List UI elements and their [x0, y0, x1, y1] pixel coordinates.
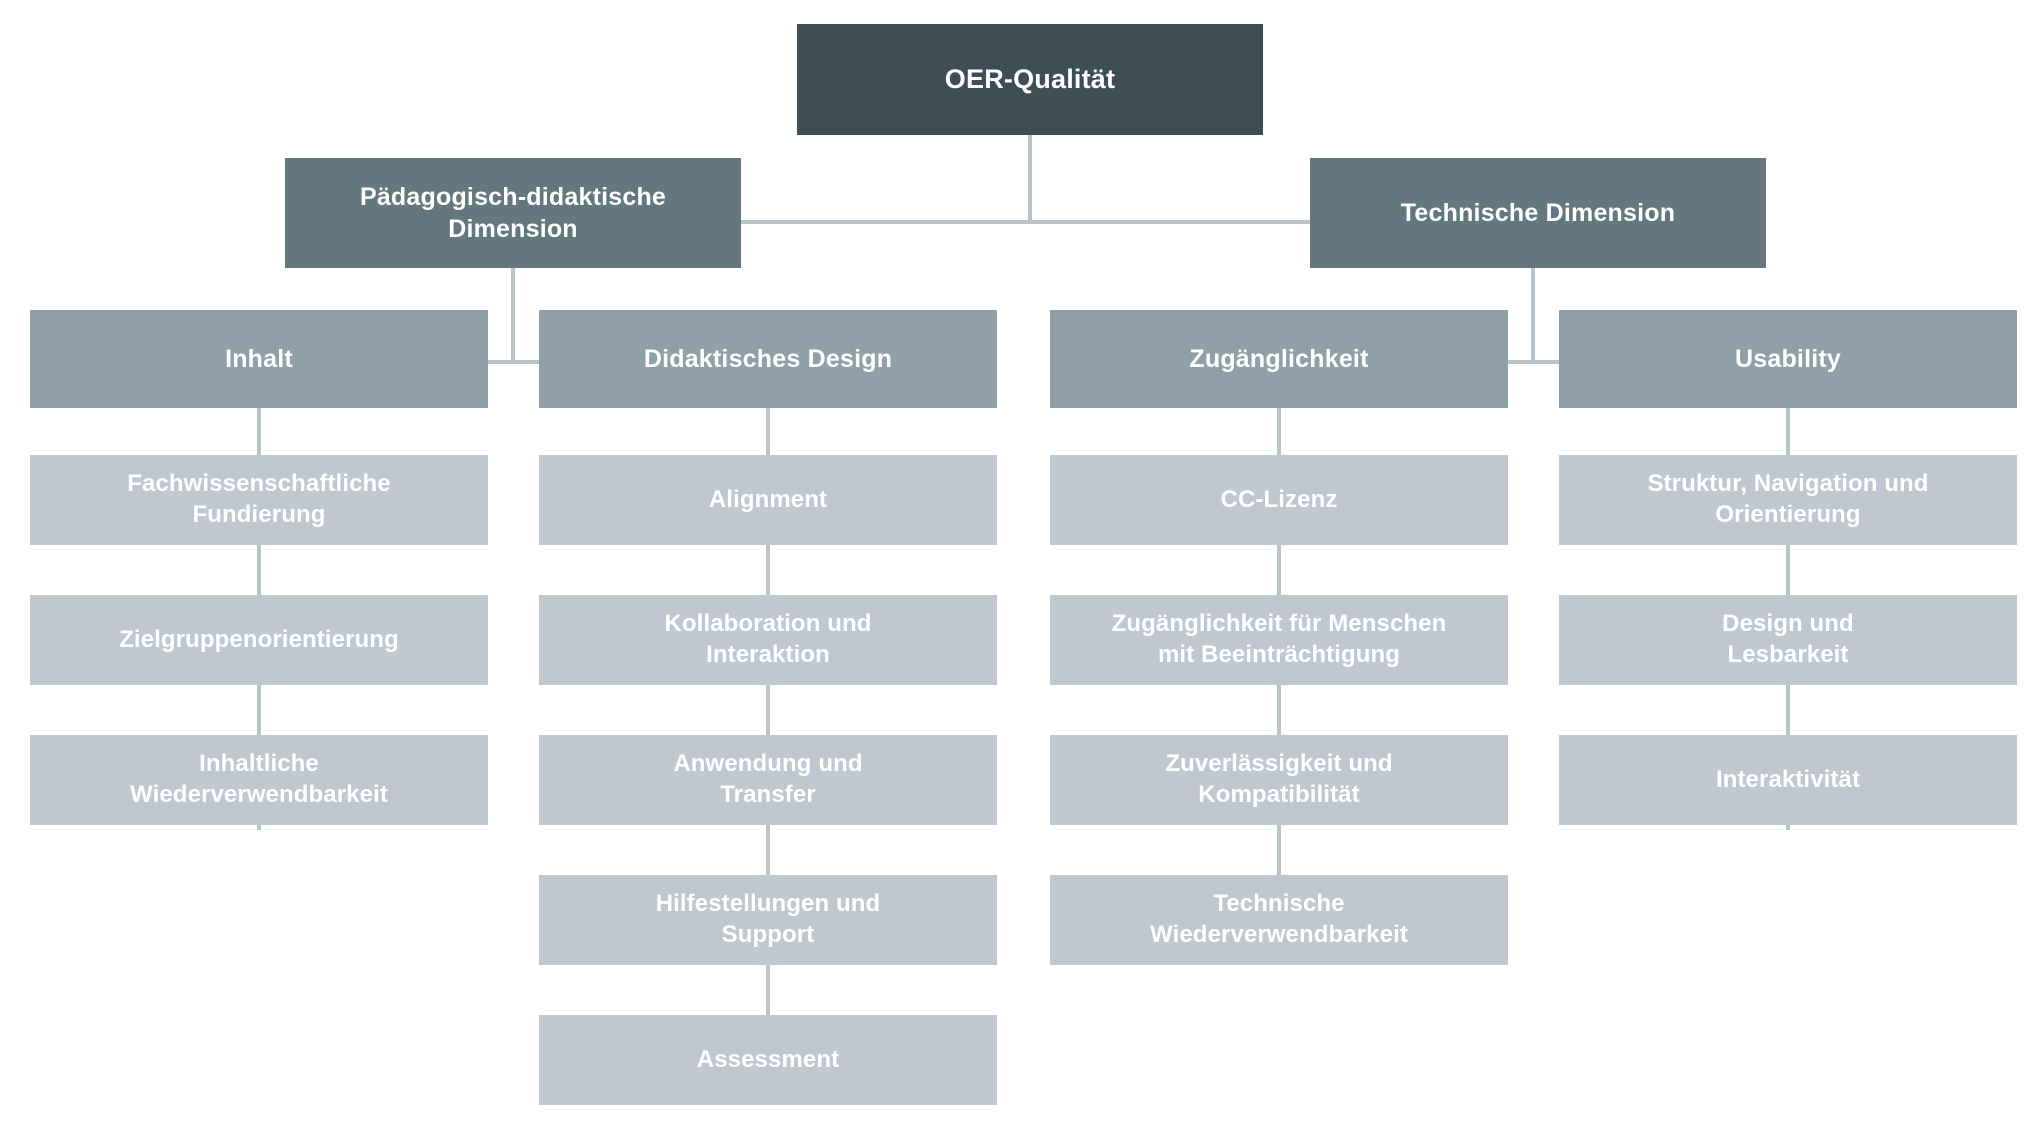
node-criterion-label: Struktur, Navigation und Orientierung — [1647, 470, 1929, 528]
node-dimension-label: Technische Dimension — [1400, 199, 1676, 227]
node-criterion[interactable]: Anwendung und Transfer — [539, 735, 997, 825]
node-criterion-label: Inhaltliche Wiederverwendbarkeit — [130, 750, 388, 808]
node-criterion[interactable]: Interaktivität — [1559, 735, 2017, 825]
node-criterion[interactable]: CC-Lizenz — [1050, 455, 1508, 545]
node-criterion-label: Fachwissenschaftliche Fundierung — [127, 470, 391, 528]
node-category-zugaenglichkeit[interactable]: Zugänglichkeit — [1050, 310, 1508, 408]
node-criterion[interactable]: Design und Lesbarkeit — [1559, 595, 2017, 685]
node-category-label: Inhalt — [225, 345, 293, 373]
node-criterion-label: Technische Wiederverwendbarkeit — [1150, 890, 1408, 948]
node-dimension-label: Pädagogisch-didaktische Dimension — [359, 183, 667, 243]
node-category-inhalt[interactable]: Inhalt — [30, 310, 488, 408]
node-criterion-label: Design und Lesbarkeit — [1722, 610, 1854, 668]
node-criterion-label: Interaktivität — [1715, 765, 1861, 793]
node-root[interactable]: OER-Qualität — [797, 24, 1263, 135]
node-dimension-paedagogisch-didaktisch[interactable]: Pädagogisch-didaktische Dimension — [285, 158, 741, 268]
node-criterion-label: Zielgruppenorientierung — [119, 625, 399, 653]
node-criterion[interactable]: Inhaltliche Wiederverwendbarkeit — [30, 735, 488, 825]
node-category-label: Zugänglichkeit — [1189, 345, 1369, 373]
node-criterion[interactable]: Zielgruppenorientierung — [30, 595, 488, 685]
node-criterion[interactable]: Kollaboration und Interaktion — [539, 595, 997, 685]
node-dimension-technische[interactable]: Technische Dimension — [1310, 158, 1766, 268]
node-criterion[interactable]: Alignment — [539, 455, 997, 545]
node-root-label: OER-Qualität — [944, 64, 1116, 95]
node-criterion[interactable]: Technische Wiederverwendbarkeit — [1050, 875, 1508, 965]
node-category-didaktisches-design[interactable]: Didaktisches Design — [539, 310, 997, 408]
node-criterion-label: Alignment — [708, 485, 828, 513]
node-criterion[interactable]: Assessment — [539, 1015, 997, 1105]
node-criterion-label: Zugänglichkeit für Menschen mit Beeinträ… — [1111, 610, 1447, 668]
node-criterion-label: CC-Lizenz — [1220, 485, 1338, 513]
node-criterion-label: Zuverlässigkeit und Kompatibilität — [1165, 750, 1393, 808]
node-criterion[interactable]: Fachwissenschaftliche Fundierung — [30, 455, 488, 545]
node-criterion-label: Assessment — [696, 1045, 840, 1073]
node-criterion[interactable]: Struktur, Navigation und Orientierung — [1559, 455, 2017, 545]
node-criterion-label: Anwendung und Transfer — [673, 750, 863, 808]
node-criterion[interactable]: Hilfestellungen und Support — [539, 875, 997, 965]
node-category-label: Usability — [1735, 345, 1841, 373]
node-criterion-label: Kollaboration und Interaktion — [664, 610, 872, 668]
node-criterion-label: Hilfestellungen und Support — [655, 890, 881, 948]
node-category-label: Didaktisches Design — [643, 345, 893, 373]
node-criterion[interactable]: Zugänglichkeit für Menschen mit Beeinträ… — [1050, 595, 1508, 685]
node-category-usability[interactable]: Usability — [1559, 310, 2017, 408]
node-criterion[interactable]: Zuverlässigkeit und Kompatibilität — [1050, 735, 1508, 825]
